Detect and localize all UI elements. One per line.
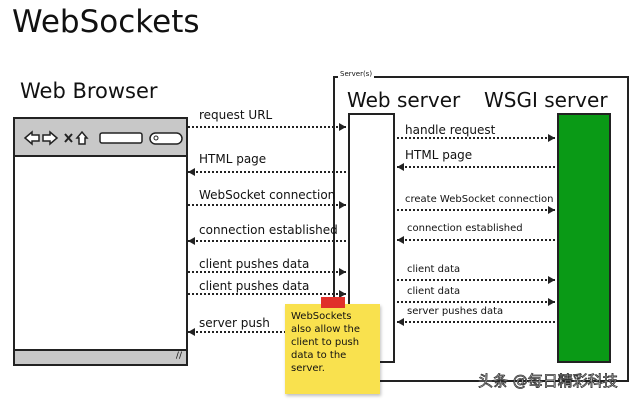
- right-message-label: handle request: [405, 123, 496, 137]
- browser-toolbar: [15, 119, 186, 157]
- right-message-arrow: [397, 134, 555, 142]
- left-message-arrow: [188, 328, 285, 336]
- right-message-label: client data: [407, 286, 461, 297]
- watermark: 头条 @每日精彩科技: [478, 372, 619, 391]
- right-message-arrow: [397, 318, 555, 326]
- left-message-arrow: [188, 268, 346, 276]
- back-arrow-icon: [23, 130, 40, 146]
- left-message-label: connection established: [199, 223, 338, 237]
- servers-box: [333, 76, 629, 382]
- sticky-note-tape: [321, 297, 345, 308]
- browser-mockup: //: [13, 117, 188, 366]
- right-message-label: connection established: [407, 223, 523, 234]
- left-message-label: HTML page: [199, 152, 267, 166]
- left-message-arrow: [188, 123, 346, 131]
- left-message-arrow: [188, 168, 346, 176]
- servers-label: Server(s): [338, 70, 375, 78]
- right-message-arrow: [397, 276, 555, 284]
- forward-arrow-icon: [42, 130, 59, 146]
- left-message-arrow: [188, 201, 346, 209]
- right-message-label: server pushes data: [407, 306, 504, 317]
- left-message-label: WebSocket connection: [199, 188, 336, 202]
- sticky-note: WebSockets also allow the client to push…: [285, 304, 380, 394]
- right-message-arrow: [397, 163, 555, 171]
- right-message-arrow: [397, 206, 555, 214]
- right-message-arrow: [397, 298, 555, 306]
- diagram-title: WebSockets: [12, 4, 200, 40]
- right-message-arrow: [397, 236, 555, 244]
- right-message-label: HTML page: [405, 148, 473, 162]
- address-bar: [99, 132, 143, 144]
- web-browser-title: Web Browser: [20, 79, 158, 103]
- web-server-title: Web server: [347, 88, 461, 112]
- right-message-label: client data: [407, 264, 461, 275]
- resize-grip-icon: //: [175, 351, 182, 361]
- close-icon: [64, 133, 73, 143]
- left-message-label: client pushes data: [199, 257, 310, 271]
- left-message-arrow: [188, 237, 346, 245]
- browser-statusbar: //: [15, 349, 186, 364]
- left-message-label: server push: [199, 316, 270, 330]
- home-icon: [75, 130, 89, 145]
- wsgi-server-lifeline: [557, 113, 611, 363]
- left-message-label: client pushes data: [199, 279, 310, 293]
- wsgi-server-title: WSGI server: [484, 88, 608, 112]
- left-message-arrow: [188, 290, 346, 298]
- right-message-label: create WebSocket connection: [405, 194, 554, 205]
- left-message-label: request URL: [199, 108, 273, 122]
- toolbar-icons: [23, 130, 183, 146]
- search-field-icon: [149, 132, 183, 145]
